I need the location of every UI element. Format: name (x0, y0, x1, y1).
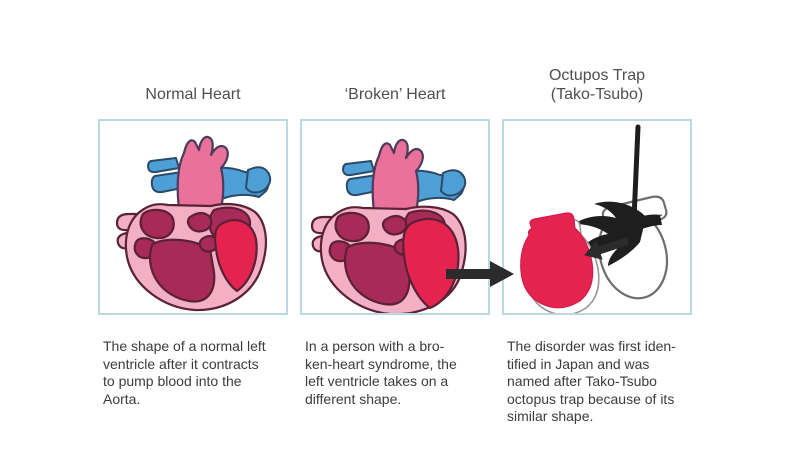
trap-to-ventricle-arrow (584, 237, 630, 260)
trap-rope (631, 124, 641, 222)
panel-title-normal-heart: Normal Heart (145, 86, 241, 103)
panel-broken-heart (300, 119, 490, 315)
normal-heart-illustration (115, 135, 272, 312)
tako-tsubo-trap-illustration (520, 124, 669, 313)
left-ventricle-ballooned (402, 217, 460, 310)
panel-title-broken-heart: ‘Broken’ Heart (344, 86, 446, 103)
caption-octopus-trap: The disorder was first iden- tified in J… (507, 338, 676, 425)
left-ventricle-normal (213, 219, 258, 293)
caption-normal-heart: The shape of a normal left ventricle aft… (103, 338, 266, 407)
broken-heart-illustration (310, 138, 467, 313)
caption-broken-heart: In a person with a bro- ken-heart syndro… (305, 338, 457, 407)
right-ventricle (148, 238, 216, 303)
aorta (176, 135, 229, 219)
ballooned-ventricle-shape (520, 212, 594, 309)
octopus-arm-over-rim (622, 214, 662, 235)
panel-octopus-trap (502, 119, 692, 315)
right-ventricle (343, 241, 411, 306)
panel-normal-heart (98, 119, 288, 315)
panel-transition-arrow (446, 261, 514, 287)
octopus-silhouette (574, 201, 646, 266)
aorta (371, 138, 424, 222)
panel-title-octopus-trap: Octupos Trap (Tako-Tsubo) (548, 67, 646, 103)
